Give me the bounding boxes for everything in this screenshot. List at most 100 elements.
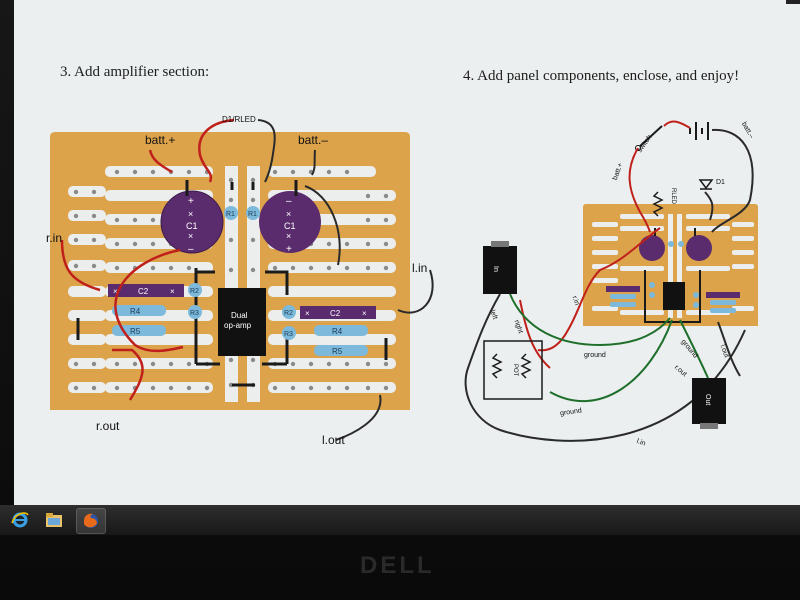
ground-label-2: ground — [560, 407, 583, 417]
small-c2-right — [706, 292, 740, 298]
amplifier-diagram: + × C1 × – – × C1 × + R1 R1 Dual op-amp — [46, 115, 434, 447]
r5-left-label: R5 — [130, 327, 141, 336]
c2-left-cross2: × — [170, 287, 175, 296]
l-in-label-4: l.in — [636, 438, 647, 448]
capacitor-c1-left — [160, 190, 224, 254]
c1-left-label: C1 — [186, 221, 198, 231]
c2-left-label: C2 — [138, 287, 149, 296]
board-holes — [73, 169, 389, 391]
c2-left-cross1: × — [113, 287, 118, 296]
batt-plus-label: batt.+ — [145, 133, 175, 147]
batt-plus-label-4: batt.+ — [612, 162, 625, 181]
resistor-r3-right — [282, 326, 296, 340]
in-jack-label: In — [492, 266, 499, 272]
battery-symbol — [689, 122, 709, 140]
c1-right-label: C1 — [284, 221, 296, 231]
r2-left-label: R2 — [190, 288, 199, 295]
c2-right-cross2: × — [362, 309, 367, 318]
small-resistors — [610, 241, 736, 313]
r1-right-label: R1 — [248, 211, 257, 218]
capacitor-c2-right — [300, 306, 376, 319]
pot-box — [483, 340, 543, 400]
opamp-line2: op-amp — [224, 321, 252, 330]
enclosure-wires-red — [519, 120, 691, 369]
resistor-r3-left — [188, 305, 202, 319]
jumper-wires — [185, 180, 298, 387]
opamp-line1: Dual — [231, 311, 248, 320]
internet-explorer-icon — [11, 512, 29, 528]
resistor-r2-right — [282, 305, 296, 319]
left-wire-label: left — [489, 309, 499, 320]
enclosure-wires-green — [509, 293, 709, 403]
c1-left-minus: – — [188, 244, 194, 255]
r4-left-label: R4 — [130, 307, 141, 316]
r-in-label-4: r.in — [571, 295, 581, 306]
r5-right-label: R5 — [332, 347, 343, 356]
taskbar-explorer-button[interactable] — [40, 508, 68, 532]
pot-resistor-right — [520, 353, 532, 379]
monitor-brand-logo: DELL — [360, 552, 435, 579]
c2-right-cross1: × — [305, 309, 310, 318]
r2-right-label: R2 — [284, 310, 293, 317]
l-out-label: l.out — [322, 433, 345, 447]
ground-label-3: ground — [679, 338, 698, 359]
resistor-r4-left — [112, 305, 166, 316]
r-in-label: r.in — [46, 231, 62, 245]
r-out-label-4: r.out — [673, 364, 688, 378]
pot-label: POT — [512, 364, 518, 377]
ground-label-1: ground — [584, 352, 606, 359]
rled-resistor — [652, 191, 664, 217]
file-explorer-icon — [46, 513, 62, 527]
resistor-r5-right — [314, 345, 368, 356]
small-opamp — [663, 282, 685, 310]
l-in-label: l.in — [412, 261, 427, 275]
small-cap-right — [686, 235, 712, 261]
batt-minus-label-4: batt.– — [740, 121, 755, 140]
r3-left-label: R3 — [190, 310, 199, 317]
switch-label: switch — [637, 134, 654, 154]
small-c2-left — [606, 286, 640, 292]
r1-left-label: R1 — [226, 211, 235, 218]
resistor-r1-left — [224, 206, 238, 220]
c1-right-cross2: × — [286, 231, 291, 241]
step4-title: 4. Add panel components, enclose, and en… — [463, 68, 740, 84]
d1-label: D1 — [716, 179, 725, 186]
c1-left-cross2: × — [188, 231, 193, 241]
small-cap-left — [639, 235, 665, 261]
capacitor-c2-left — [108, 284, 184, 297]
in-jack — [483, 246, 517, 294]
taskbar-firefox-button[interactable] — [76, 508, 106, 534]
led-symbol — [698, 179, 714, 190]
rled-label: RLED — [670, 188, 676, 205]
enclosure-wires-black — [464, 128, 754, 442]
c2-right-label: C2 — [330, 309, 341, 318]
r3-right-label: R3 — [284, 331, 293, 338]
firefox-icon — [84, 513, 98, 528]
out-jack — [692, 378, 726, 424]
capacitor-c1-right — [259, 191, 321, 253]
d1-rled-label: D1/RLED — [222, 115, 256, 124]
taskbar — [0, 505, 800, 535]
out-jack-label: Out — [704, 394, 711, 405]
enclosure-diagram: In Out POT batt.+ batt.– switch RLED D1 … — [464, 120, 758, 448]
c1-right-minus: – — [286, 196, 292, 207]
c1-right-plus: + — [286, 244, 292, 255]
black-wires — [257, 119, 434, 441]
screen: 3. Add amplifier section: 4. Add panel c… — [14, 0, 800, 505]
r-out-label: r.out — [96, 419, 120, 433]
in-jack-tab — [491, 241, 509, 247]
l-out-label-4: l.out — [719, 344, 730, 359]
red-wires — [60, 118, 235, 401]
c1-right-cross1: × — [286, 209, 291, 219]
dual-opamp — [218, 288, 266, 356]
r4-right-label: R4 — [332, 327, 343, 336]
right-wire-label: right — [513, 319, 524, 334]
c1-left-plus: + — [188, 196, 194, 207]
switch-symbol — [637, 125, 663, 149]
resistor-r4-right — [314, 325, 368, 336]
resistor-r1-right — [246, 206, 260, 220]
out-jack-tab — [700, 423, 718, 429]
c1-left-cross1: × — [188, 209, 193, 219]
taskbar-ie-button[interactable] — [6, 508, 34, 532]
